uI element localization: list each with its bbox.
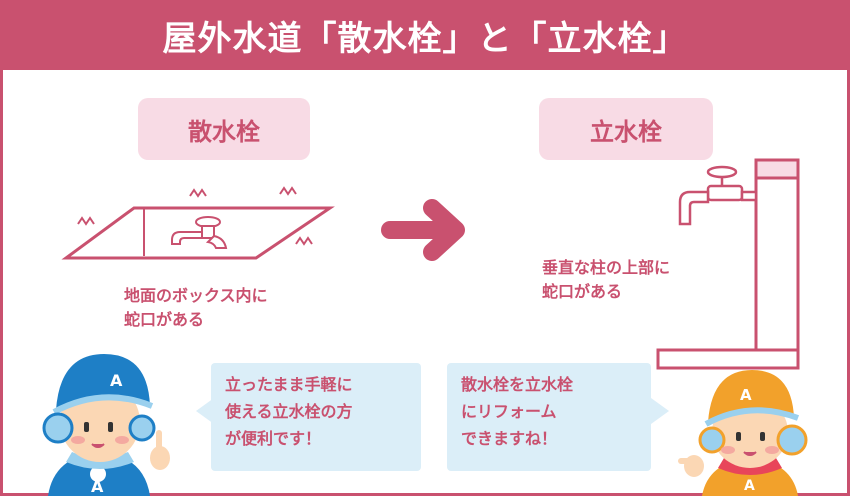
bubble-tail-right (651, 398, 669, 424)
boy-character: A A (42, 354, 170, 496)
boy-shirt-letter: A (91, 477, 104, 496)
girl-cap-letter: A (740, 386, 752, 404)
page-title: 屋外水道「散水栓」と「立水栓」 (0, 0, 850, 70)
ryusuisen-caption: 垂直な柱の上部に 蛇口がある (542, 258, 671, 301)
girl-character: A A (678, 370, 808, 496)
girl-shirt-letter: A (744, 478, 755, 494)
ground-box-illustration (61, 186, 335, 260)
ryusuisen-label: 立水栓 (539, 98, 713, 160)
bubble-tail-left (196, 398, 214, 424)
girl-speech-bubble: 散水栓を立水栓 にリフォーム できますね！ (447, 363, 651, 471)
boy-cap-letter: A (110, 371, 123, 390)
standing-faucet-illustration (656, 158, 800, 370)
sansuisen-caption: 地面のボックス内に 蛇口がある (124, 286, 268, 329)
sansuisen-label: 散水栓 (138, 98, 310, 160)
arrow-right-icon (381, 199, 465, 261)
boy-speech-bubble: 立ったまま手軽に 使える立水栓の方 が便利です！ (211, 363, 421, 471)
